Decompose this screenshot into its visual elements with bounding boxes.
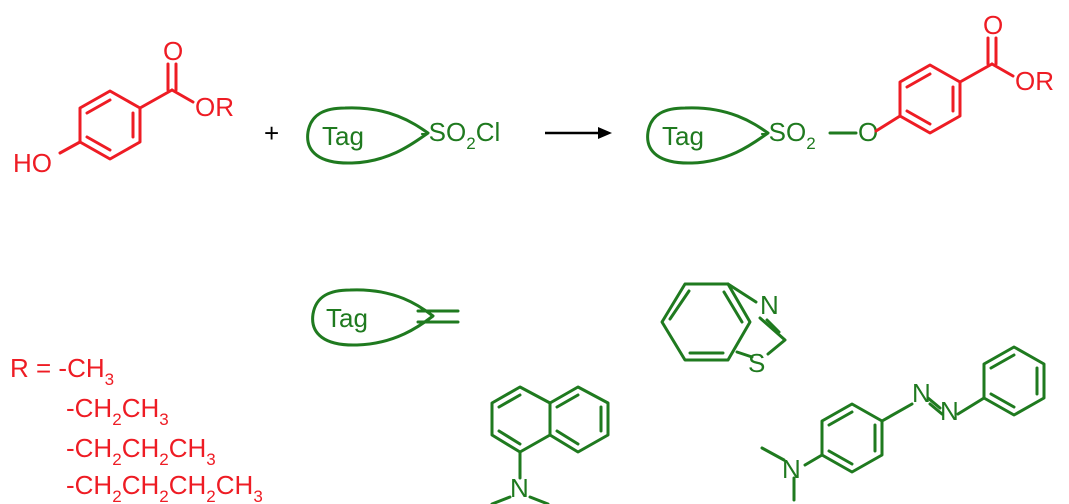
naphthylamine-structure: N [490, 385, 610, 504]
naphthylamine-nitrogen: N [510, 473, 529, 503]
r-subscript: 3 [206, 450, 215, 469]
r-part: CH [169, 470, 207, 500]
sulfonyl-label: -SO2 [760, 117, 816, 153]
aniline-ring [820, 402, 884, 474]
thiazole-ring [726, 282, 787, 359]
sulfonyl-chloride-label: -SO2Cl [420, 117, 500, 153]
tagged-product: Tag -SO2 O O OR [646, 10, 1054, 165]
r-part: CH [122, 470, 160, 500]
aromatic-double-bonds [905, 72, 955, 126]
sulfonyl-prefix: -SO [760, 117, 806, 147]
left-ring [490, 385, 552, 454]
r-subscript: 3 [105, 370, 114, 389]
hydroxybenzoate-ester: HO O OR [13, 36, 234, 178]
r-part: CH [216, 470, 254, 500]
hydroxyl-label: HO [13, 148, 52, 178]
tag-label: Tag [322, 121, 364, 151]
benzothiazole-nitrogen: N [760, 290, 779, 320]
r-part: CH [122, 433, 160, 463]
r-part: CH [169, 433, 207, 463]
sulfonyl-prefix: -SO [420, 117, 466, 147]
r-group-methyl: R = -CH3 [10, 353, 114, 389]
r-subscript: 2 [112, 450, 121, 469]
azo-nitrogen-2: N [940, 396, 959, 426]
carbonyl-oxygen-label: O [983, 10, 1003, 40]
r-subscript: 3 [159, 410, 168, 429]
azo-nitrogen-1: N [912, 378, 931, 408]
r-subscript: 2 [112, 410, 121, 429]
tag-shape [306, 106, 430, 165]
benzene-ring [660, 282, 752, 362]
r-part: -CH [66, 470, 112, 500]
thiazole-double-bond [765, 318, 781, 334]
r-part: CH [122, 393, 160, 423]
r-group-propyl: -CH2CH2CH3 [66, 433, 216, 469]
linker-oxygen-label: O [858, 117, 878, 147]
azobenzene-structure: N N N [760, 345, 1046, 502]
carbonyl-bonds [958, 36, 1015, 84]
r-subscript: 2 [159, 487, 168, 504]
equals-sign [416, 309, 460, 324]
dimethylamino-bonds [760, 446, 824, 502]
tag-shape [646, 106, 770, 165]
r-subscript: 2 [112, 487, 121, 504]
aromatic-double-bonds [668, 289, 744, 355]
sulfonyl-subscript: 2 [806, 134, 815, 153]
carbonyl-oxygen-label: O [163, 36, 183, 66]
r-part: -CH [66, 393, 112, 423]
phenyl-double-bonds [989, 353, 1039, 409]
r-prefix: R = [10, 353, 58, 383]
azo-bonds [880, 396, 986, 423]
r-part: -CH [66, 433, 112, 463]
amine-nitrogen: N [782, 454, 801, 484]
oxygen-ring-bond [874, 114, 902, 133]
aromatic-double-bonds [85, 98, 135, 152]
amine-bond [490, 450, 550, 504]
hydroxyl-bond [58, 140, 82, 155]
tag-definition: Tag [311, 288, 460, 347]
ester-label: OR [195, 92, 234, 122]
r-group-ethyl: -CH2CH3 [66, 393, 169, 429]
tag-label: Tag [662, 121, 704, 151]
sulfonyl-subscript: 2 [466, 134, 475, 153]
benzothiazole-sulfur: S [748, 348, 765, 378]
plus-sign: + [264, 118, 279, 148]
tag-label: Tag [326, 303, 368, 333]
aromatic-double-bonds [497, 393, 603, 446]
benzothiazole-structure: N S [660, 282, 787, 378]
r-subscript: 3 [253, 487, 262, 504]
tag-shape [311, 288, 435, 347]
r-subscript: 2 [206, 487, 215, 504]
r-subscript: 2 [159, 450, 168, 469]
phenyl-ring [982, 345, 1046, 417]
benzene-ring [898, 63, 962, 135]
chloride-suffix: Cl [476, 117, 501, 147]
r-group-list: R = -CH3 -CH2CH3 -CH2CH2CH3 -CH2CH2CH2CH… [10, 353, 263, 504]
aniline-double-bonds [827, 410, 877, 466]
r-group-butyl: -CH2CH2CH2CH3 [66, 470, 263, 504]
tag-sulfonyl-chloride: Tag -SO2Cl [306, 106, 500, 165]
carbonyl-bonds [138, 62, 195, 110]
r-part: -CH [58, 353, 104, 383]
reaction-arrow [545, 127, 612, 139]
right-ring [548, 385, 610, 454]
ester-label: OR [1015, 66, 1054, 96]
